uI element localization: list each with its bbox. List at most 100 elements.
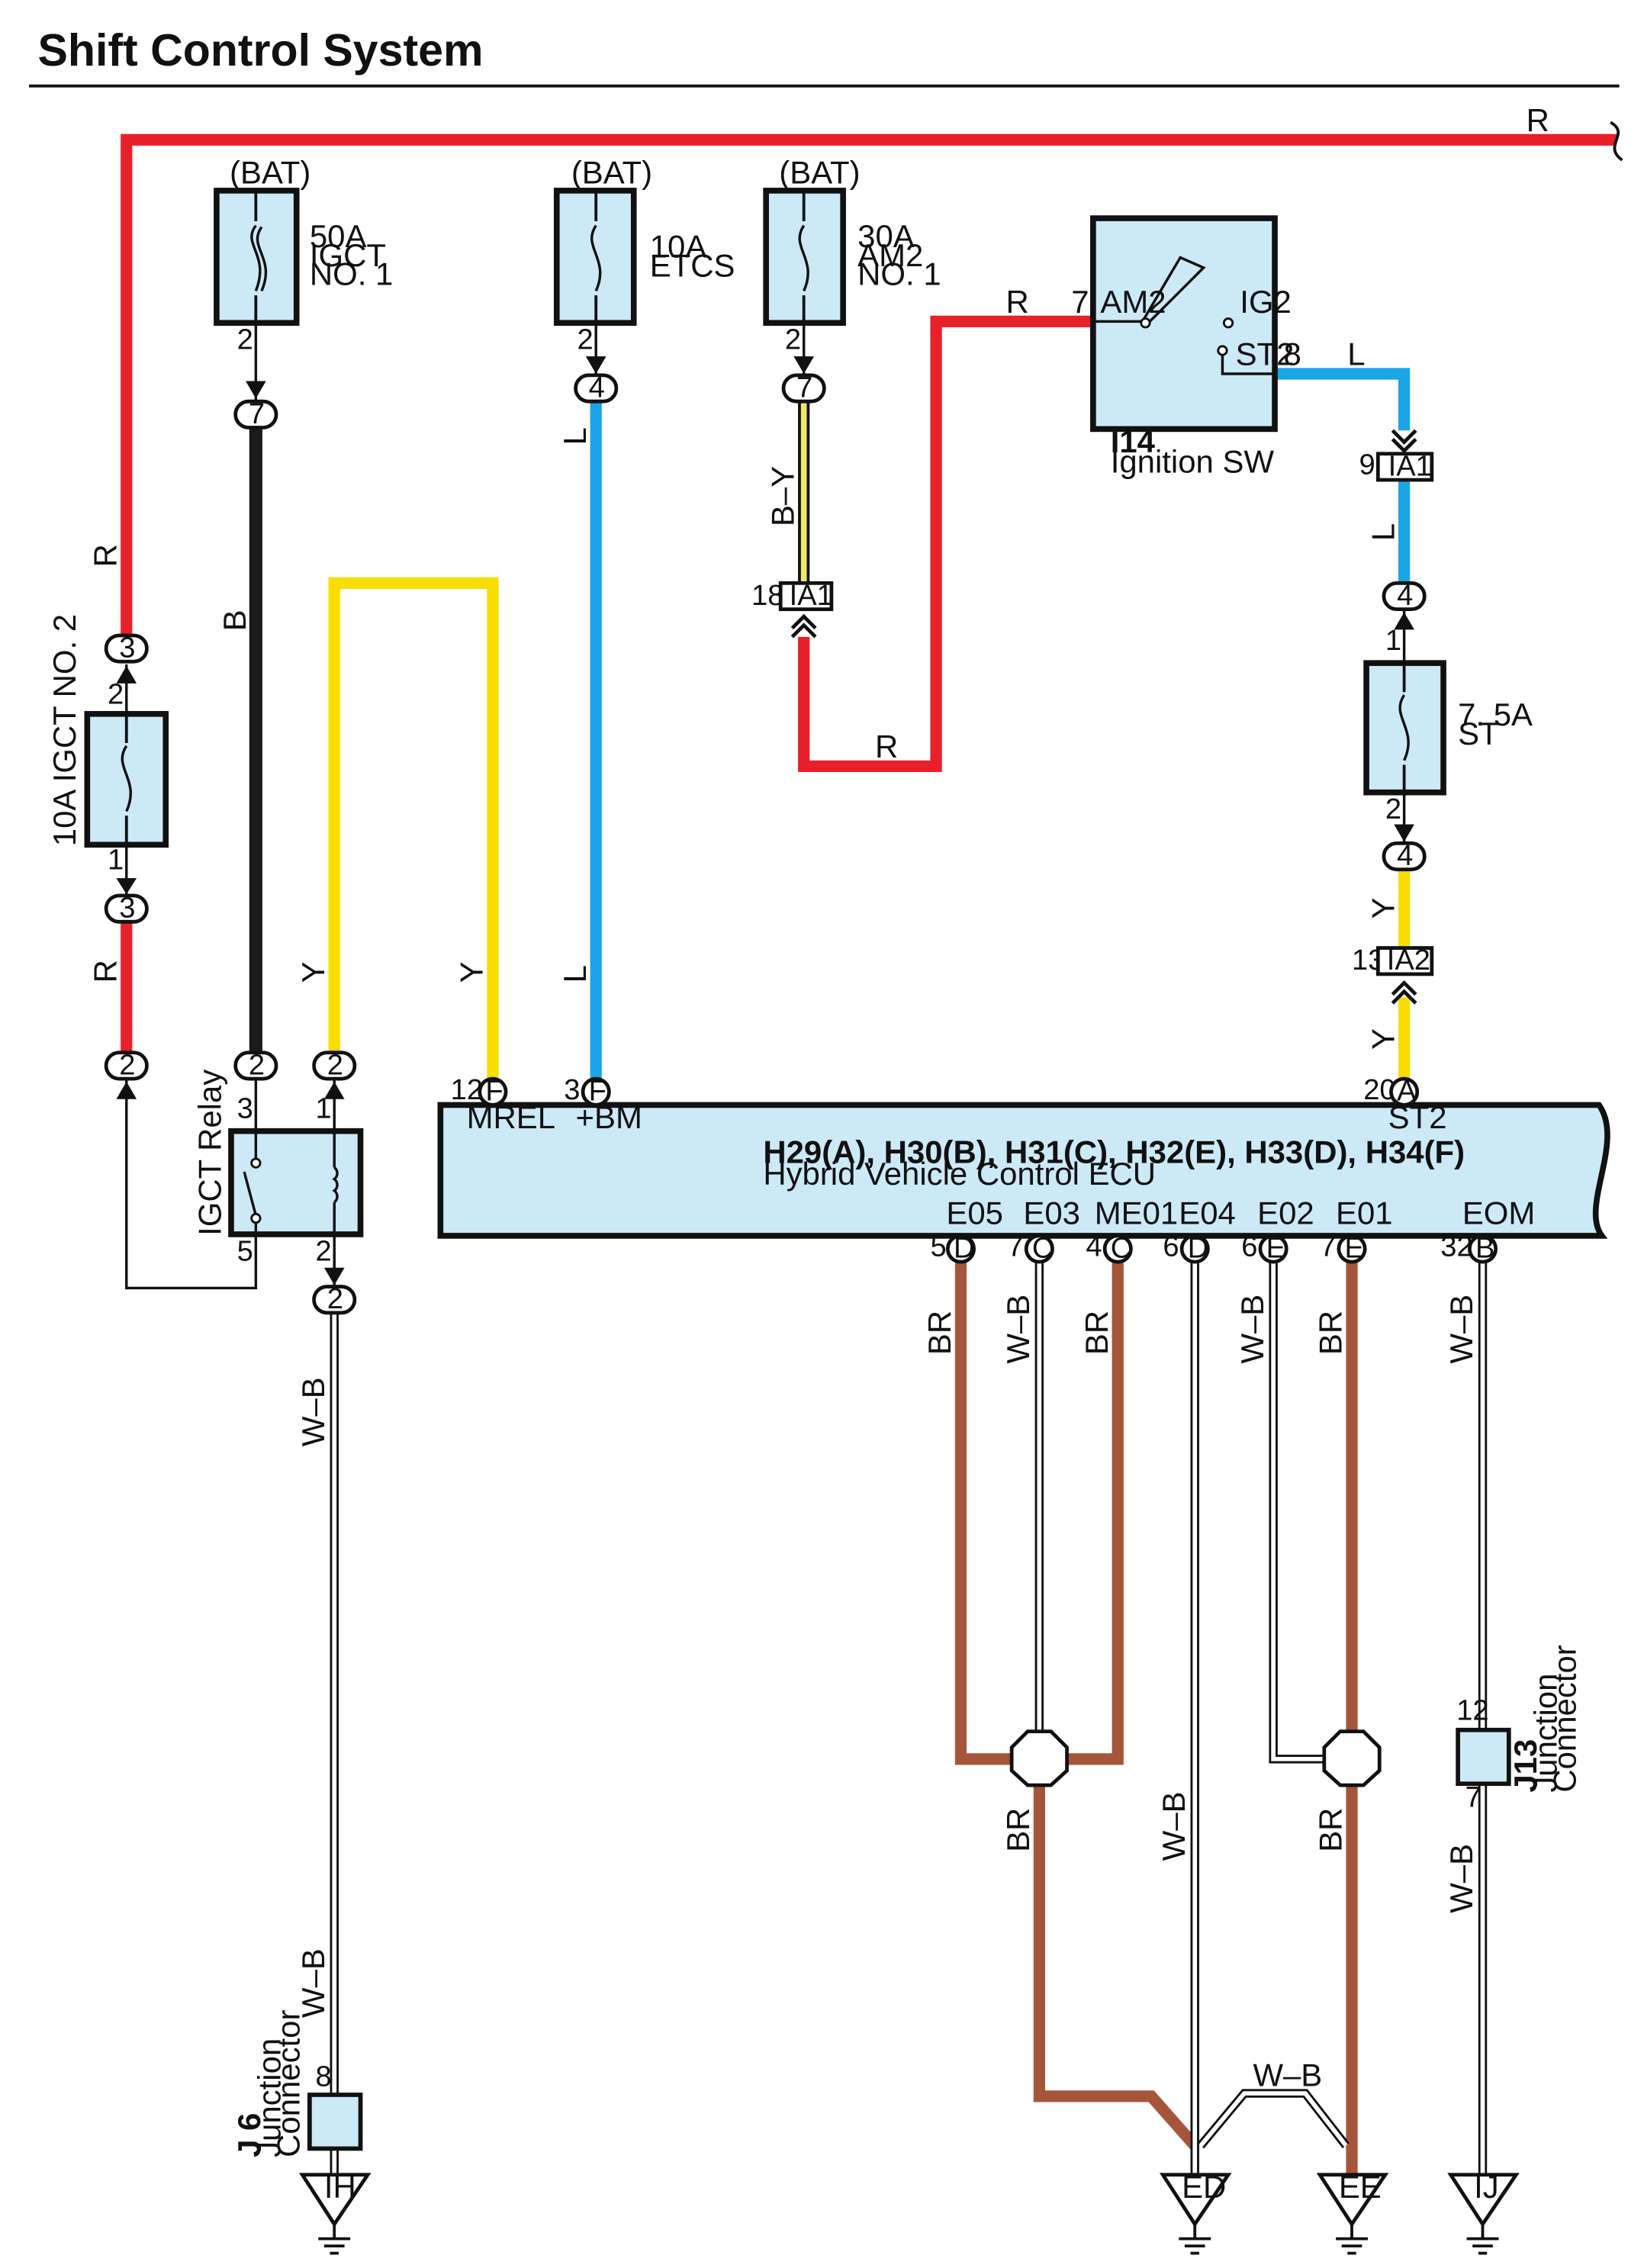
fuse-am2-element-icon	[798, 224, 809, 292]
ecu-e03-pin: 7	[1007, 1231, 1023, 1263]
fuse-igct1-element-icon	[250, 224, 268, 292]
wire-break-icon	[1610, 121, 1623, 162]
label-wb-j13: W–B	[1443, 1844, 1479, 1913]
ecu-e01-label: E01	[1336, 1195, 1393, 1231]
label-br-splice2: BR	[1313, 1808, 1349, 1852]
label-r-am2-top: R	[1006, 284, 1029, 320]
svg-text:E: E	[1344, 1232, 1363, 1264]
conn-st-top-pin: 4	[1397, 580, 1413, 612]
ground-ij-label: IJ	[1474, 2169, 1499, 2205]
fuse-am2-pin: 2	[785, 324, 801, 356]
ground-ee-label: EE	[1339, 2169, 1382, 2205]
splice-point-2	[1322, 1729, 1382, 1787]
ground-ed-label: ED	[1182, 2169, 1226, 2205]
ig-sw-pin-am2: 7	[1071, 284, 1089, 320]
fuse-igct2-pin-top: 2	[108, 679, 124, 711]
label-r-top: R	[1527, 102, 1549, 138]
ecu-e02-label: E02	[1257, 1195, 1314, 1231]
conn-igct2-bottom-pin: 3	[119, 893, 135, 925]
label-br-e01: BR	[1313, 1311, 1349, 1355]
fuse-st-pin-bottom: 2	[1385, 793, 1401, 825]
label-y-st1: Y	[1365, 898, 1401, 919]
conn-igct1	[233, 399, 278, 429]
fuse-st-pin-top: 1	[1385, 625, 1401, 657]
conn-igct2-top-pin: 3	[119, 632, 135, 664]
fuse-igct1-name1: IGCT	[310, 237, 386, 273]
j13-code: J13	[1507, 1739, 1543, 1793]
fuse-igct1-name2: NO. 1	[310, 256, 393, 292]
ia1-right-pin: 9	[1359, 449, 1375, 481]
ecu-e02-conn	[1258, 1234, 1288, 1264]
ground-ih-symbol-icon	[298, 2173, 372, 2228]
fuse-etcs-rating: 10A	[650, 229, 707, 265]
conn-st-bottom-pin: 4	[1397, 840, 1413, 872]
chevron-up-icon	[790, 613, 817, 639]
j6-name1: Junction	[252, 2038, 288, 2157]
svg-text:F: F	[589, 1076, 606, 1108]
conn-relay-mid-pin: 2	[249, 1049, 265, 1081]
ground-ed-symbol-icon	[1159, 2173, 1232, 2228]
conn-am2	[781, 373, 826, 404]
label-l-bottom: L	[557, 965, 593, 983]
fuse-etcs-element-icon	[590, 224, 602, 292]
ground-ed: ED	[1159, 2169, 1232, 2255]
fuse-igct2-element-icon	[121, 745, 132, 812]
label-by: B–Y	[764, 466, 800, 526]
ecu-e05-conn	[945, 1234, 976, 1264]
label-r-left2: R	[87, 960, 123, 983]
svg-text:C: C	[1111, 1232, 1132, 1264]
j13-name2: Connector	[1546, 1645, 1582, 1792]
page-title: Shift Control System	[38, 25, 484, 76]
label-br-e05: BR	[922, 1311, 957, 1355]
fuse-igct2-label: 10A IGCT NO. 2	[47, 614, 82, 846]
fuse-st-element-icon	[1398, 694, 1410, 761]
j6-name2: Connector	[271, 2010, 307, 2157]
chevron-down-icon	[1391, 429, 1417, 454]
conn-st-bottom	[1382, 841, 1427, 872]
conn-am2-pin: 7	[796, 372, 812, 404]
label-r-am2-bottom: R	[875, 729, 898, 764]
ground-ih-label: IH	[324, 2169, 356, 2205]
relay-coil-icon	[332, 1166, 339, 1204]
relay-pin3: 3	[237, 1093, 253, 1125]
relay-pin5: 5	[237, 1235, 253, 1267]
label-y-left: Y	[295, 961, 331, 983]
conn-ia1-left-label: IA1	[790, 580, 833, 612]
ecu-e04-label: E04	[1179, 1195, 1236, 1231]
fuse-igct1-pin: 2	[237, 324, 253, 356]
ecu-st2-label: ST2	[1388, 1099, 1447, 1135]
relay-pin2: 2	[315, 1235, 331, 1267]
fuse-etcs-name: ETCS	[650, 247, 735, 283]
ecu-e01-pin: 7	[1320, 1231, 1336, 1263]
ground-ee-symbol-icon	[1316, 2173, 1389, 2228]
fuse-igct1-source: (BAT)	[230, 154, 310, 190]
label-r-left1: R	[87, 544, 123, 567]
fuse-igct2-pin-bottom: 1	[108, 844, 124, 877]
fuse-am2-name1: AM2	[857, 237, 923, 273]
fuse-am2-source: (BAT)	[779, 154, 860, 190]
ecu-bm-pin: 3	[564, 1074, 580, 1106]
conn-relay-right-pin: 2	[327, 1049, 343, 1081]
label-l-ia1: L	[1365, 523, 1401, 541]
wire-br-me01	[1067, 1262, 1124, 1765]
svg-text:F: F	[485, 1076, 503, 1108]
ecu-bm-conn	[581, 1076, 611, 1107]
j6-junction	[307, 2093, 363, 2151]
j6-code: J 6	[231, 2113, 267, 2157]
label-wb-cross: W–B	[1253, 2057, 1322, 2093]
conn-relay-left-pin: 2	[119, 1049, 135, 1081]
relay-name: IGCT Relay	[192, 1070, 228, 1236]
ecu-e05-label: E05	[946, 1195, 1003, 1231]
j6-pin: 8	[315, 2061, 331, 2093]
arrow-down-icon	[1394, 824, 1414, 842]
conn-ia2	[1375, 946, 1434, 976]
ig-sw-contact	[1094, 256, 1206, 323]
ecu-e04-conn	[1179, 1234, 1210, 1264]
ig-sw-ig2-label: IG2	[1240, 284, 1292, 320]
relay-contact	[243, 1171, 258, 1216]
ecu-eom-label: EOM	[1462, 1195, 1535, 1231]
j13-name1: Junction	[1528, 1674, 1564, 1793]
ground-ij-symbol-icon	[1447, 2173, 1520, 2228]
ig-sw-code: I14	[1111, 423, 1156, 459]
ecu-me01-pin: 4	[1086, 1231, 1102, 1263]
